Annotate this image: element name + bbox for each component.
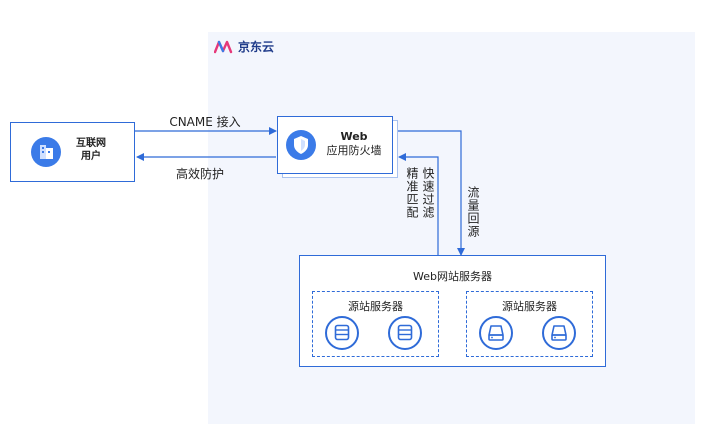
disk-server-icon [542, 316, 576, 350]
fast-filter-label: 快速过滤 [421, 167, 435, 219]
backflow-label: 流量回源 [466, 186, 480, 238]
web-servers-node: Web网站服务器 源站服务器 源站服务器 [299, 255, 606, 367]
origin-group-1-title: 源站服务器 [348, 300, 403, 313]
origin-group-2-title: 源站服务器 [502, 300, 557, 313]
waf-label-line1: Web [340, 130, 368, 143]
waf-label-line2: 应用防火墙 [326, 144, 382, 157]
filter-arrow [398, 153, 439, 255]
rack-server-icon [325, 316, 359, 350]
waf-shield-icon [286, 130, 316, 160]
disk-server-icon [479, 316, 513, 350]
origin-group-1: 源站服务器 [312, 291, 439, 357]
web-servers-title: Web网站服务器 [413, 270, 492, 283]
user-label-line1: 互联网 [76, 138, 106, 149]
precise-label: 精准匹配 [405, 167, 419, 219]
jdcloud-logo-icon [214, 40, 233, 53]
origin-group-2: 源站服务器 [466, 291, 593, 357]
backflow-arrow [396, 130, 465, 256]
protect-label: 高效防护 [175, 167, 224, 181]
brand-logo: 京东云 [214, 38, 274, 55]
user-building-icon [31, 137, 61, 167]
user-label-line2: 用户 [81, 151, 101, 162]
brand-name: 京东云 [238, 40, 275, 54]
rack-server-icon [388, 316, 422, 350]
cname-label: CNAME 接入 [169, 115, 241, 129]
internet-user-node: 互联网 用户 [10, 122, 135, 182]
waf-node: Web 应用防火墙 [277, 116, 393, 174]
